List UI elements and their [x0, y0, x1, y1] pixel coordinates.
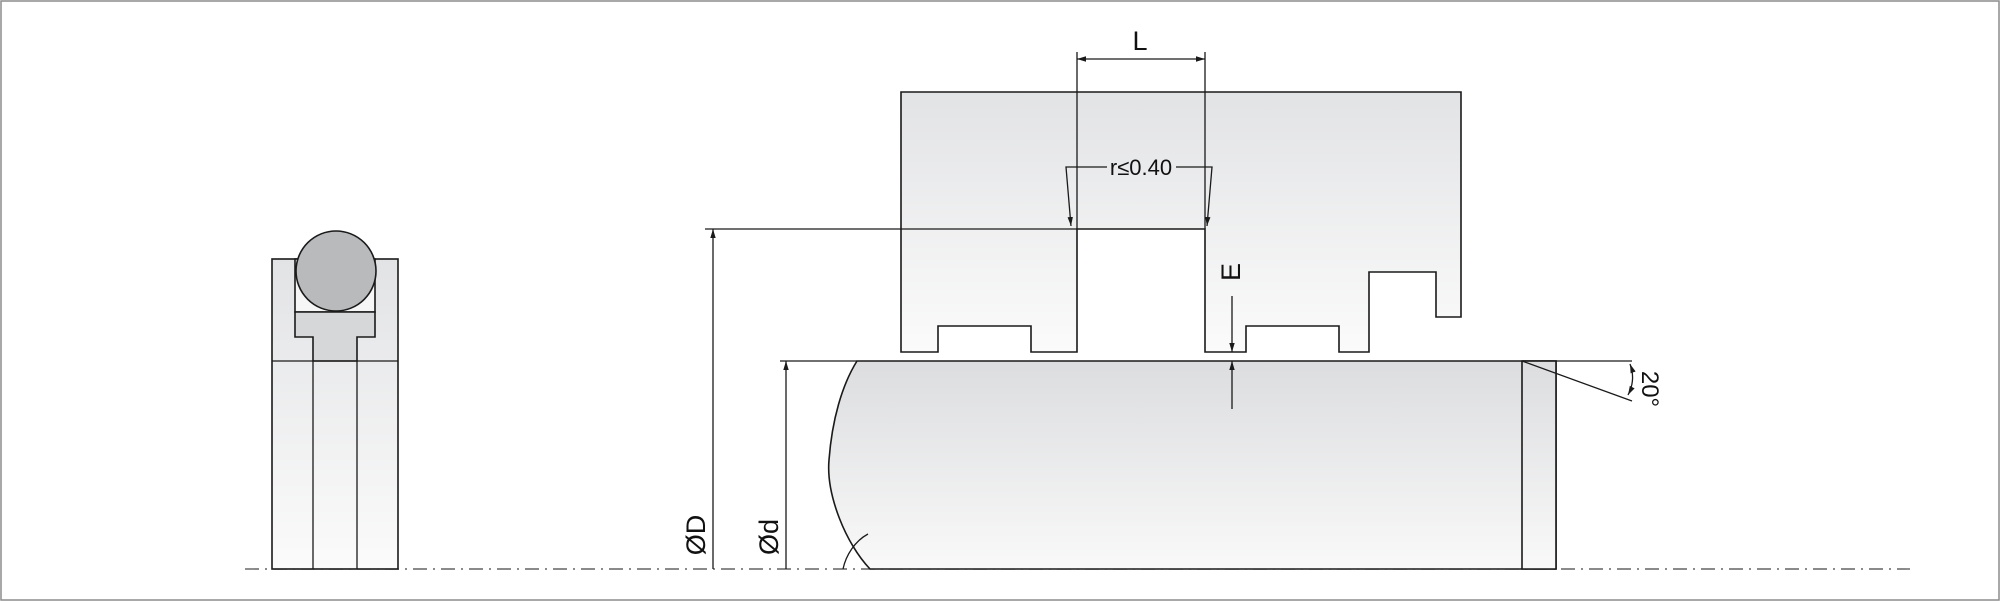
e-label: E — [1216, 263, 1246, 281]
length-dimension: L — [1076, 26, 1206, 229]
o-ring — [295, 230, 377, 312]
seal-body-outer — [271, 258, 399, 570]
e-dimension: E — [1216, 263, 1246, 409]
inner-diameter-dimension: Ød — [754, 360, 857, 569]
chamfer-angle-dimension: 20° — [1521, 360, 1663, 407]
shaft-chamfer — [1521, 360, 1557, 570]
outer-diameter-dimension: ØD — [681, 228, 1077, 569]
housing-body — [900, 91, 1462, 353]
outer-diameter-label: ØD — [681, 515, 711, 556]
radius-callout: r≤0.40 — [1065, 155, 1213, 227]
inner-diameter-label: Ød — [754, 519, 784, 555]
shaft-break-curve — [842, 533, 869, 570]
radius-label: r≤0.40 — [1110, 155, 1172, 180]
shaft-body — [827, 360, 1557, 570]
angle-label: 20° — [1636, 371, 1663, 407]
seal-cross-section — [271, 230, 399, 570]
length-label: L — [1132, 26, 1147, 56]
